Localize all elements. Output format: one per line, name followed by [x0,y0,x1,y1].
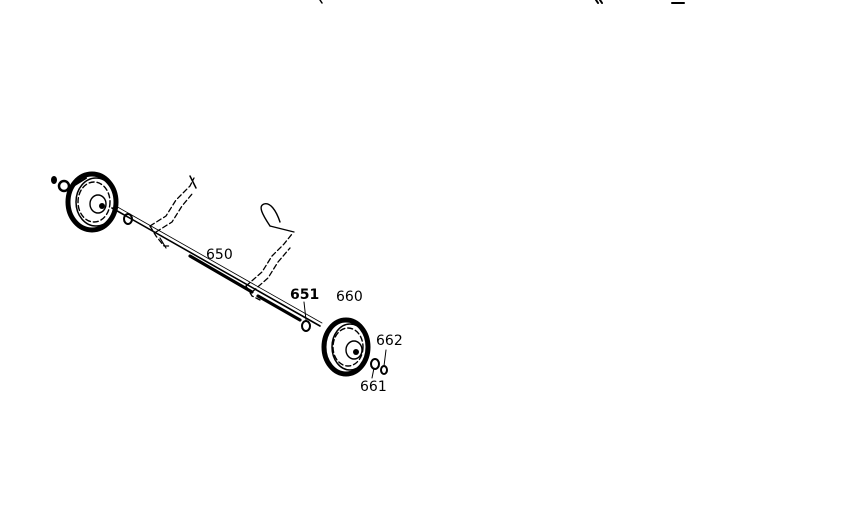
left-handle-ghost [149,175,197,247]
callout-662: 662 [376,333,403,349]
callout-660: 660 [336,289,363,305]
callout-661: 661 [360,379,387,395]
wheel-660 [321,317,371,377]
left-wheel [65,171,119,233]
washer-651 [301,320,311,332]
callout-651: 651 [290,287,319,303]
left-hub-parts [51,176,133,225]
top-edge-fragments [319,0,685,4]
callout-650: 650 [206,247,233,263]
axle-rod [111,204,323,327]
right-handle-ghost [245,203,295,301]
leader-lines [303,301,387,379]
